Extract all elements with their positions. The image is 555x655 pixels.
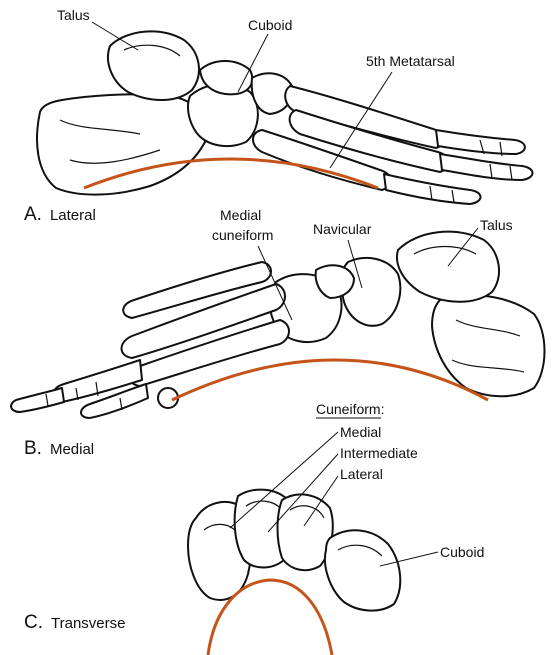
lateral-5th-metatarsal-label: 5th Metatarsal — [366, 53, 455, 69]
medial-foot-skeleton — [11, 232, 544, 418]
transverse-medial-label: Medial — [340, 424, 381, 440]
transverse-intermediate-label: Intermediate — [340, 445, 418, 461]
navicular-label: Navicular — [313, 221, 372, 237]
lateral-view-name: Lateral — [50, 207, 96, 224]
transverse-view-caption: C. Transverse — [24, 612, 125, 633]
transverse-view-letter: C. — [24, 612, 43, 633]
medial-cuneiform-label-line2: cuneiform — [212, 227, 273, 243]
medial-talus-label: Talus — [480, 217, 513, 233]
transverse-cuneiform-cuboid-skeleton — [188, 490, 400, 611]
medial-arch-curve — [172, 360, 488, 400]
medial-view-letter: B. — [24, 438, 42, 459]
medial-view-caption: B. Medial — [24, 438, 94, 459]
transverse-lateral-label: Lateral — [340, 466, 383, 482]
lateral-view: Talus Cuboid 5th Metatarsal A. Lateral — [24, 7, 533, 225]
medial-cuneiform-label-line1: Medial — [220, 207, 261, 223]
transverse-view-name: Transverse — [51, 615, 125, 632]
medial-view-name: Medial — [50, 441, 94, 458]
medial-view: Medial cuneiform Navicular Talus B. Medi… — [11, 207, 544, 459]
cuneiform-heading-label: Cuneiform: — [316, 401, 384, 417]
lateral-view-caption: A. Lateral — [24, 204, 96, 225]
transverse-cuboid-label: Cuboid — [440, 544, 484, 560]
lateral-view-letter: A. — [24, 204, 42, 225]
lateral-cuboid-label: Cuboid — [248, 17, 292, 33]
transverse-view: Cuneiform: Medial Intermediate Lateral C… — [24, 401, 484, 655]
lateral-talus-label: Talus — [57, 7, 90, 23]
